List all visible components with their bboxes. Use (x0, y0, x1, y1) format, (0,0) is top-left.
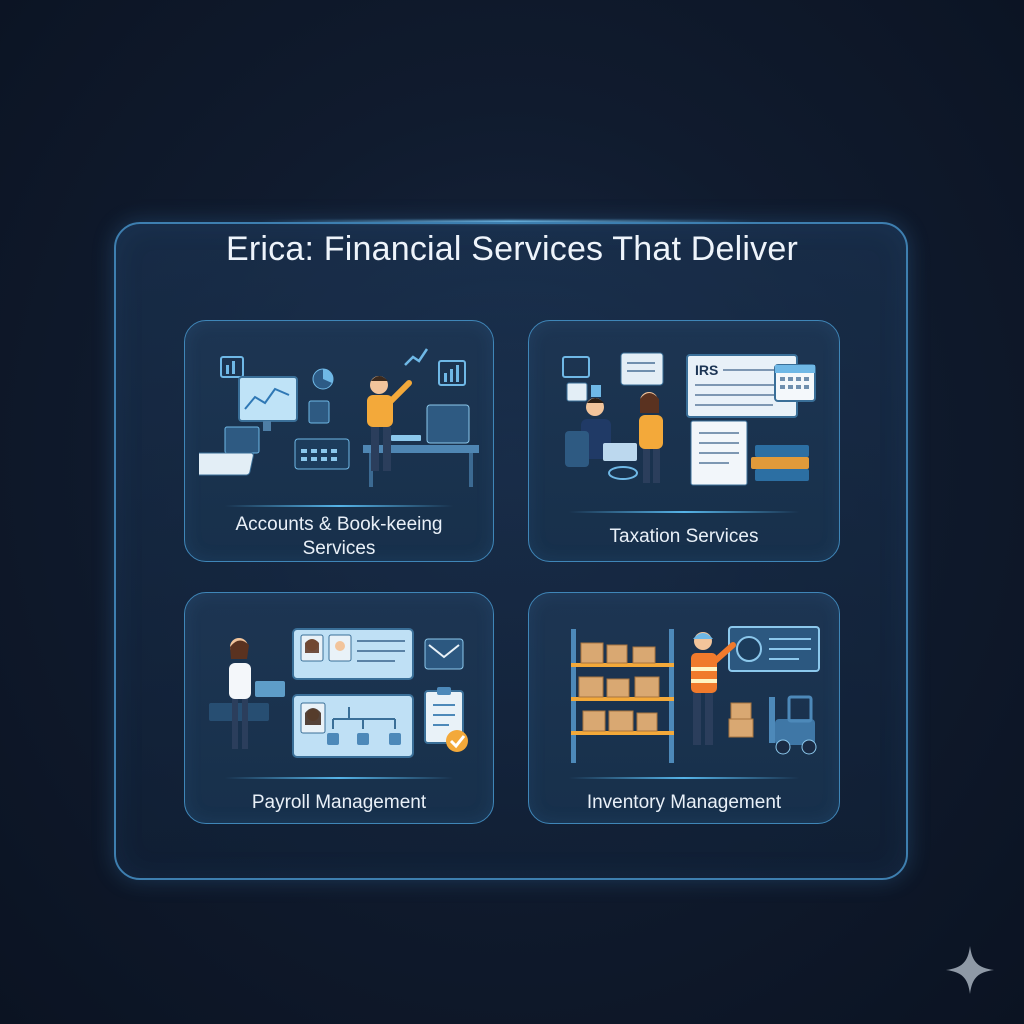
page-title: Erica: Financial Services That Deliver (226, 230, 798, 268)
sparkle-icon (946, 946, 994, 994)
card-taxation[interactable]: IRS Taxation Services (528, 320, 840, 562)
inventory-illustration (571, 626, 820, 763)
card-payroll[interactable]: Payroll Management (184, 592, 494, 824)
card-inventory[interactable]: Inventory Management (528, 592, 840, 824)
accounting-illustration (199, 348, 479, 487)
card-divider (225, 505, 453, 507)
card-label-taxation: Taxation Services (609, 526, 759, 547)
card-label-inventory: Inventory Management (586, 792, 782, 813)
book-stack-icon (751, 445, 809, 481)
taxation-illustration: IRS (562, 352, 816, 486)
card-accounts[interactable]: Accounts & Book-keeing Services (184, 320, 494, 562)
card-divider (569, 777, 799, 779)
irs-form-heading: IRS (695, 362, 718, 378)
card-label-payroll: Payroll Management (251, 792, 427, 813)
card-divider (569, 511, 799, 513)
payroll-illustration (209, 628, 468, 758)
card-divider (225, 777, 453, 779)
card-label-accounts: Accounts & Book-keeing Services (235, 514, 443, 559)
